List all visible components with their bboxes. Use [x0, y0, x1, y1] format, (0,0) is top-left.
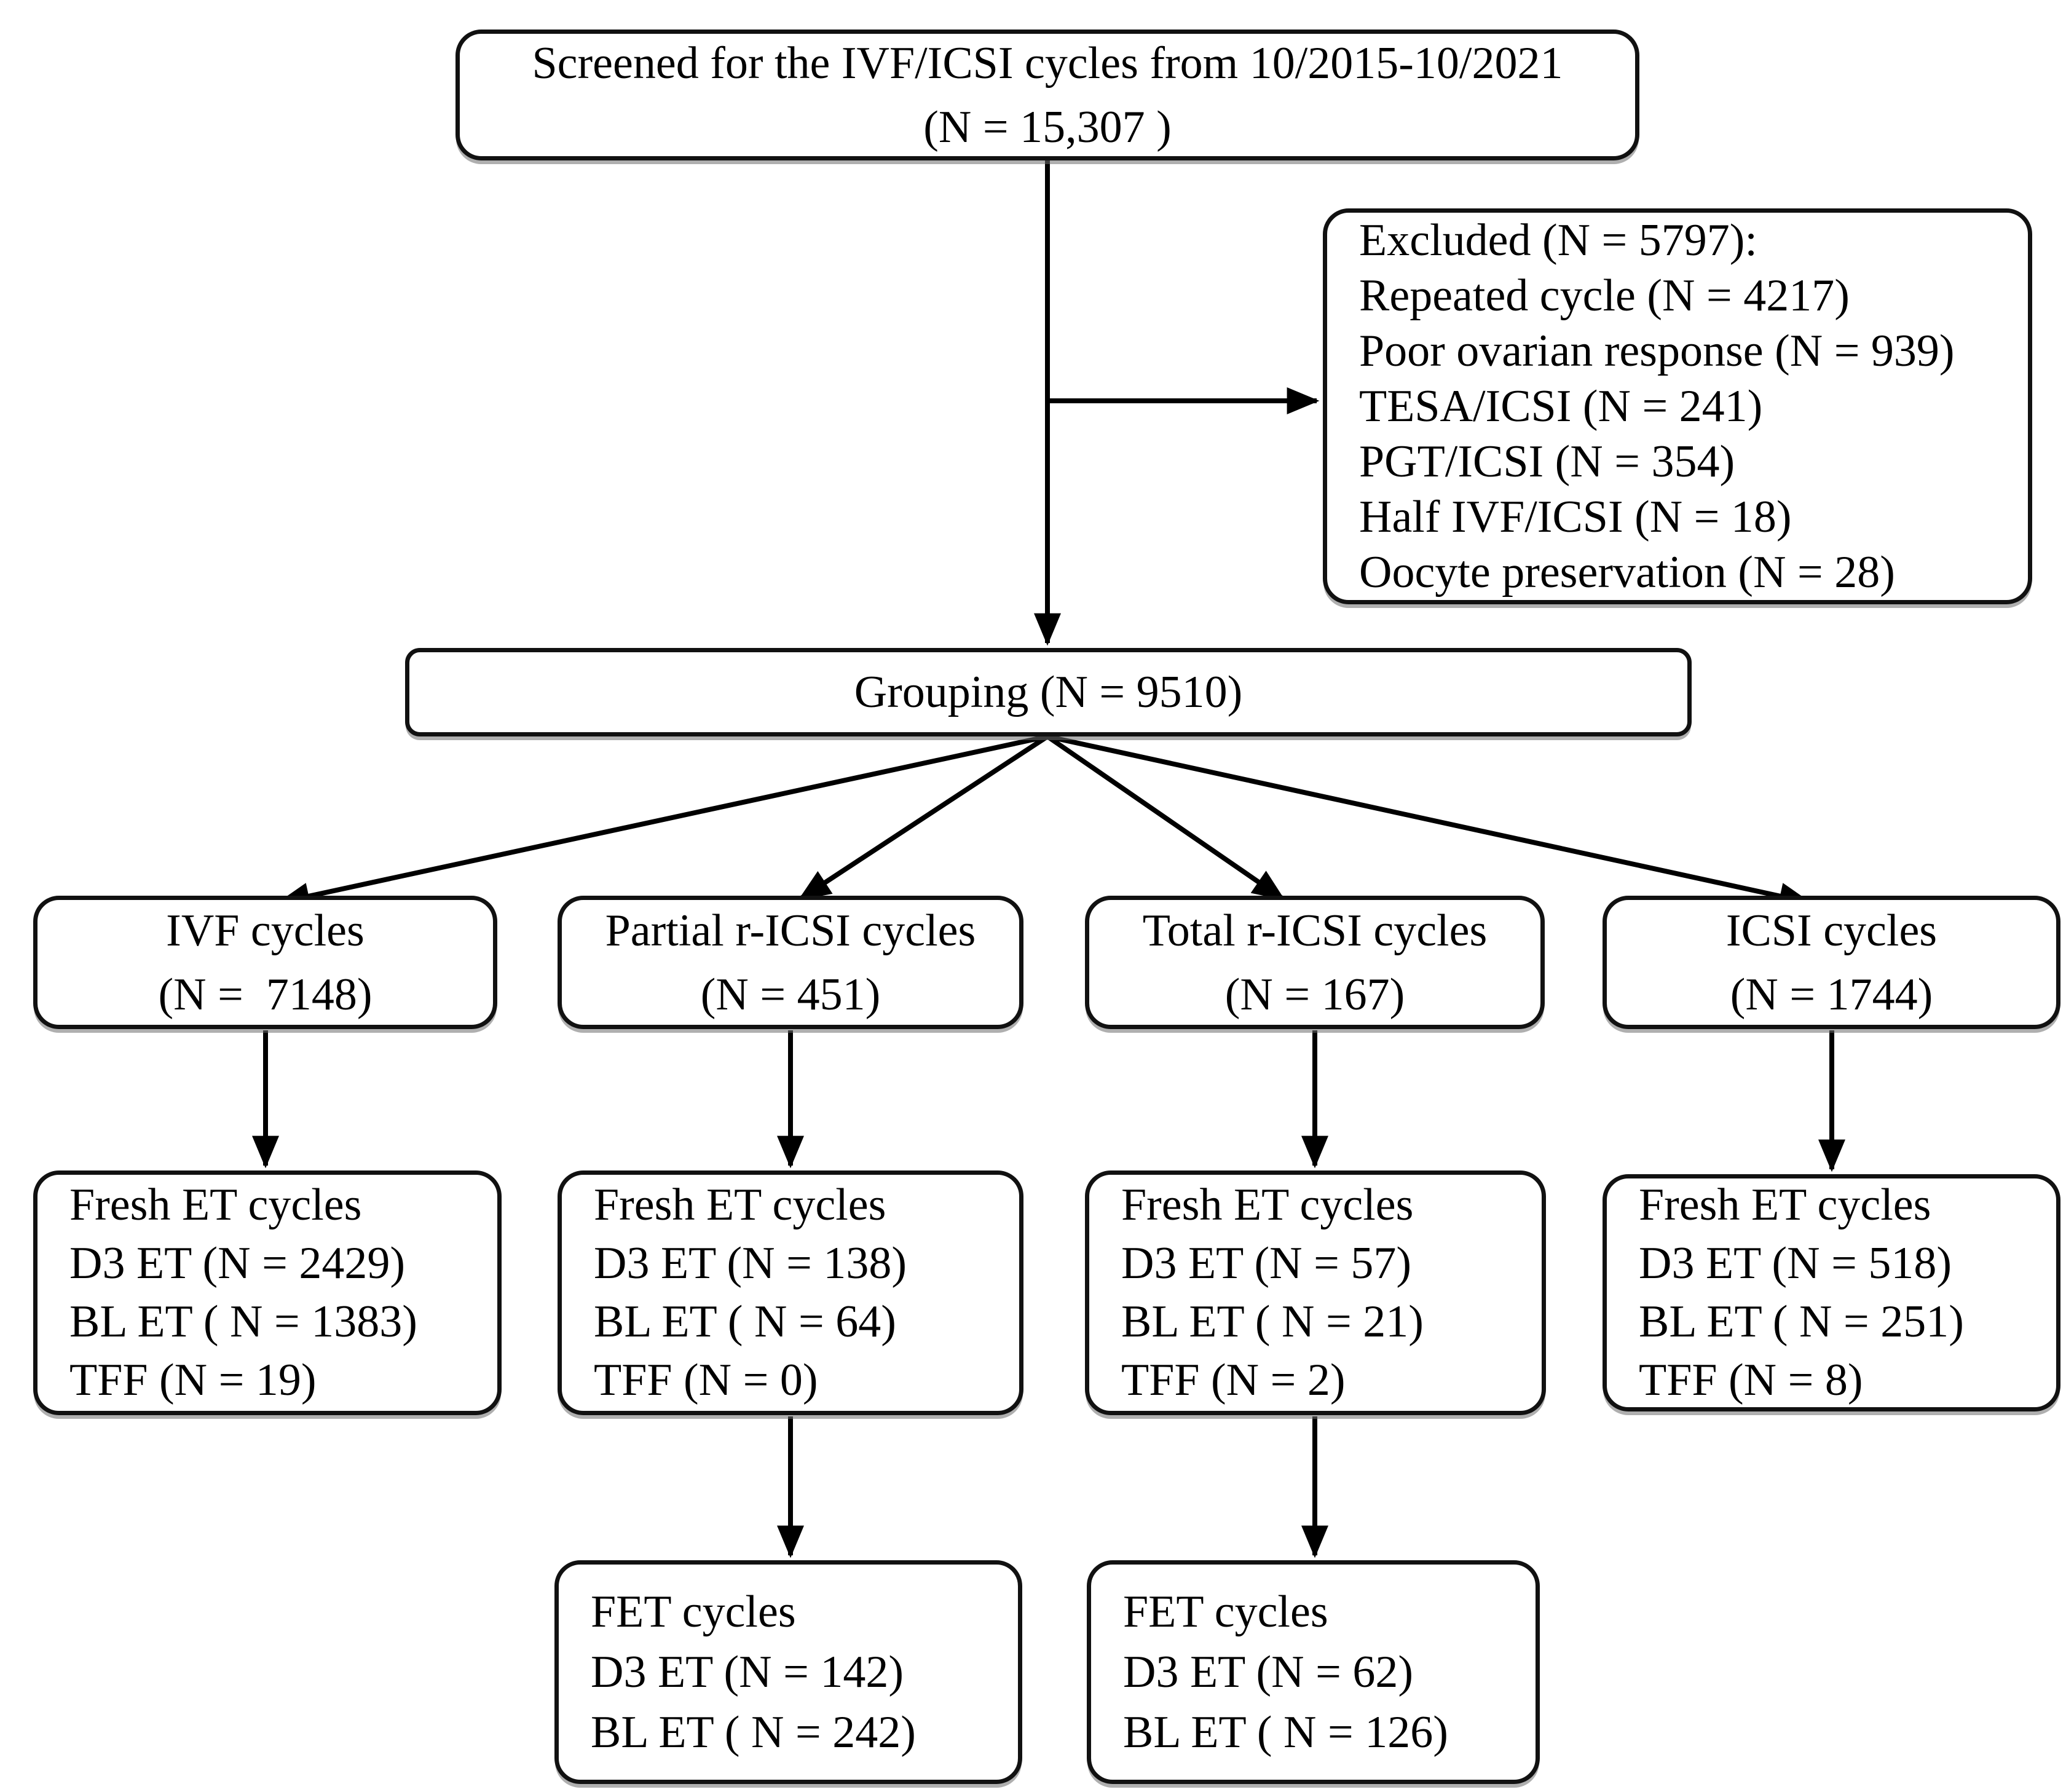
fresh-et-d3: D3 ET (N = 2429) [69, 1238, 405, 1289]
fet-bl: BL ET ( N = 242) [591, 1707, 916, 1758]
screening-box: Screened for the IVF/ICSI cycles from 10… [455, 30, 1639, 160]
excluded-reason: Half IVF/ICSI (N = 18) [1359, 492, 1792, 542]
fresh-et-tff: TFF (N = 2) [1121, 1355, 1346, 1405]
group-box-icsi: ICSI cycles (N = 1744) [1603, 896, 2060, 1029]
group-n: (N = 167) [1224, 969, 1405, 1020]
fresh-et-title: Fresh ET cycles [1639, 1180, 1931, 1230]
fresh-et-tff: TFF (N = 8) [1639, 1355, 1863, 1405]
fresh-et-tff: TFF (N = 19) [69, 1355, 317, 1405]
fresh-et-bl: BL ET ( N = 251) [1639, 1297, 1964, 1347]
group-name: Partial r-ICSI cycles [605, 905, 976, 956]
fresh-et-title: Fresh ET cycles [69, 1180, 362, 1230]
fresh-et-d3: D3 ET (N = 138) [594, 1238, 907, 1289]
excluded-reason: Poor ovarian response (N = 939) [1359, 326, 1955, 376]
excluded-total: Excluded (N = 5797): [1359, 215, 1757, 266]
excluded-reason: Oocyte preservation (N = 28) [1359, 547, 1895, 598]
group-n: (N = 7148) [158, 969, 373, 1020]
fresh-et-box-icsi: Fresh ET cycles D3 ET (N = 518) BL ET ( … [1603, 1174, 2060, 1411]
group-name: ICSI cycles [1725, 905, 1938, 956]
fresh-et-bl: BL ET ( N = 1383) [69, 1297, 417, 1347]
connector-grouping-to-icsi [1047, 734, 1812, 910]
group-box-ivf: IVF cycles (N = 7148) [33, 896, 497, 1029]
fresh-et-box-ivf: Fresh ET cycles D3 ET (N = 2429) BL ET (… [33, 1170, 502, 1415]
group-n: (N = 1744) [1730, 969, 1933, 1020]
connector-grouping-to-total [1046, 734, 1285, 901]
fet-box-total-ricsi: FET cycles D3 ET (N = 62) BL ET ( N = 12… [1087, 1560, 1540, 1784]
fet-title: FET cycles [1123, 1587, 1328, 1637]
group-name: Total r-ICSI cycles [1142, 905, 1488, 956]
fet-d3: D3 ET (N = 142) [591, 1647, 904, 1697]
fresh-et-bl: BL ET ( N = 64) [594, 1297, 896, 1347]
excluded-reason: Repeated cycle (N = 4217) [1359, 270, 1850, 321]
fet-bl: BL ET ( N = 126) [1123, 1707, 1448, 1758]
grouping-label: Grouping (N = 9510) [854, 667, 1243, 717]
grouping-box: Grouping (N = 9510) [405, 648, 1692, 736]
excluded-box: Excluded (N = 5797): Repeated cycle (N =… [1323, 208, 2032, 604]
screening-n: (N = 15,307 ) [923, 101, 1172, 152]
fet-box-partial-ricsi: FET cycles D3 ET (N = 142) BL ET ( N = 2… [554, 1560, 1022, 1784]
connector-grouping-to-partial [798, 734, 1049, 901]
fresh-et-d3: D3 ET (N = 518) [1639, 1238, 1952, 1289]
fresh-et-box-total-ricsi: Fresh ET cycles D3 ET (N = 57) BL ET ( N… [1085, 1170, 1546, 1415]
screening-title: Screened for the IVF/ICSI cycles from 10… [532, 37, 1563, 89]
group-box-partial-ricsi: Partial r-ICSI cycles (N = 451) [558, 896, 1023, 1029]
group-name: IVF cycles [166, 905, 365, 956]
excluded-reason: TESA/ICSI (N = 241) [1359, 381, 1763, 432]
group-n: (N = 451) [700, 969, 881, 1020]
fresh-et-bl: BL ET ( N = 21) [1121, 1297, 1424, 1347]
fresh-et-box-partial-ricsi: Fresh ET cycles D3 ET (N = 138) BL ET ( … [558, 1170, 1023, 1415]
group-box-total-ricsi: Total r-ICSI cycles (N = 167) [1085, 896, 1545, 1029]
fet-d3: D3 ET (N = 62) [1123, 1647, 1413, 1697]
fresh-et-tff: TFF (N = 0) [594, 1355, 818, 1405]
fresh-et-d3: D3 ET (N = 57) [1121, 1238, 1411, 1289]
connector-grouping-to-ivf [277, 734, 1048, 910]
excluded-reason: PGT/ICSI (N = 354) [1359, 436, 1735, 487]
fresh-et-title: Fresh ET cycles [1121, 1180, 1414, 1230]
fresh-et-title: Fresh ET cycles [594, 1180, 886, 1230]
fet-title: FET cycles [591, 1587, 796, 1637]
